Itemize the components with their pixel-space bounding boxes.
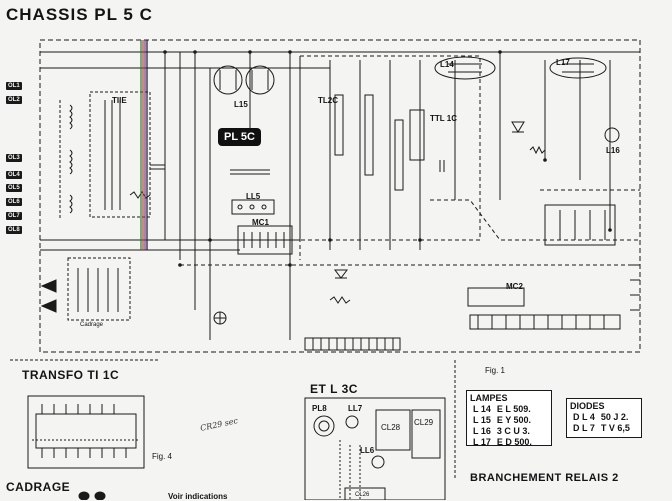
diode-type: T V 6,5 bbox=[600, 423, 630, 433]
section-cadrage: CADRAGE bbox=[6, 480, 71, 494]
section-transfo: TRANSFO TI 1C bbox=[22, 368, 120, 382]
lamp-type: 3 C U 3. bbox=[496, 426, 530, 436]
ol-tag-8: OL8 bbox=[6, 226, 22, 234]
model-badge: PL 5C bbox=[218, 128, 261, 146]
table-row: L 15 E Y 500. bbox=[470, 415, 535, 426]
lamp-type: E L 509. bbox=[496, 404, 531, 414]
fig-1-label: Fig. 1 bbox=[485, 366, 506, 375]
diode-type: 50 J 2. bbox=[600, 412, 629, 422]
label-cl29: CL29 bbox=[414, 418, 434, 427]
section-branchement: BRANCHEMENT RELAIS 2 bbox=[470, 472, 619, 484]
diode-ref: D L 4 bbox=[573, 412, 595, 422]
label-mc1: MC1 bbox=[252, 218, 269, 227]
table-row: L 16 3 C U 3. bbox=[470, 426, 535, 437]
lampes-title: LAMPES bbox=[470, 393, 508, 403]
section-etl3c: ET L 3C bbox=[310, 382, 358, 396]
label-l17: L17 bbox=[556, 58, 570, 67]
lamp-ref: L 14 bbox=[473, 404, 491, 414]
table-row: L 14 E L 509. bbox=[470, 404, 535, 415]
label-ll6: LL6 bbox=[360, 446, 375, 455]
diodes-table: DIODES D L 4 50 J 2. D L 7 T V 6,5 bbox=[566, 398, 642, 438]
ol-tag-4: OL4 bbox=[6, 171, 22, 179]
lamp-ref: L 16 bbox=[473, 426, 491, 436]
label-cadrage: Cadrage bbox=[80, 322, 104, 328]
voir-indications: Voir indications bbox=[168, 492, 228, 501]
page-title: CHASSIS PL 5 C bbox=[6, 5, 153, 24]
ol-tag-5: OL5 bbox=[6, 184, 22, 192]
label-ll5: LL5 bbox=[246, 192, 261, 201]
label-ll7: LL7 bbox=[348, 404, 363, 413]
ol-tag-7: OL7 bbox=[6, 212, 22, 220]
diodes-title: DIODES bbox=[570, 401, 605, 411]
table-row: D L 7 T V 6,5 bbox=[570, 423, 633, 434]
lamp-ref: L 15 bbox=[473, 415, 491, 425]
label-ttl1c: TTL 1C bbox=[430, 114, 457, 123]
lamp-ref: L 17 bbox=[473, 437, 491, 447]
label-l15: L15 bbox=[234, 100, 248, 109]
label-tie: TIIE bbox=[112, 96, 127, 105]
table-row: D L 4 50 J 2. bbox=[570, 412, 633, 423]
ol-tag-1: OL1 bbox=[6, 82, 22, 90]
ol-tag-2: OL2 bbox=[6, 96, 22, 104]
fig-4-label: Fig. 4 bbox=[152, 452, 173, 461]
lamp-type: E Y 500. bbox=[496, 415, 532, 425]
label-cl28: CL28 bbox=[381, 423, 401, 432]
label-pl8: PL8 bbox=[312, 404, 327, 413]
label-tl2c: TL2C bbox=[318, 96, 338, 105]
label-l16: L16 bbox=[606, 146, 620, 155]
lamp-type: E D 500. bbox=[496, 437, 532, 447]
lampes-table: LAMPES L 14 E L 509. L 15 E Y 500. L 16 3 C… bbox=[466, 390, 552, 448]
table-row: L 17 E D 500. bbox=[470, 437, 535, 448]
label-mc2: MC2 bbox=[506, 282, 523, 291]
diode-ref: D L 7 bbox=[573, 423, 595, 433]
ol-tag-6: OL6 bbox=[6, 198, 22, 206]
label-l14: L14 bbox=[440, 60, 454, 69]
label-cl26: CL26 bbox=[355, 492, 370, 498]
ol-tag-3: OL3 bbox=[6, 154, 22, 162]
